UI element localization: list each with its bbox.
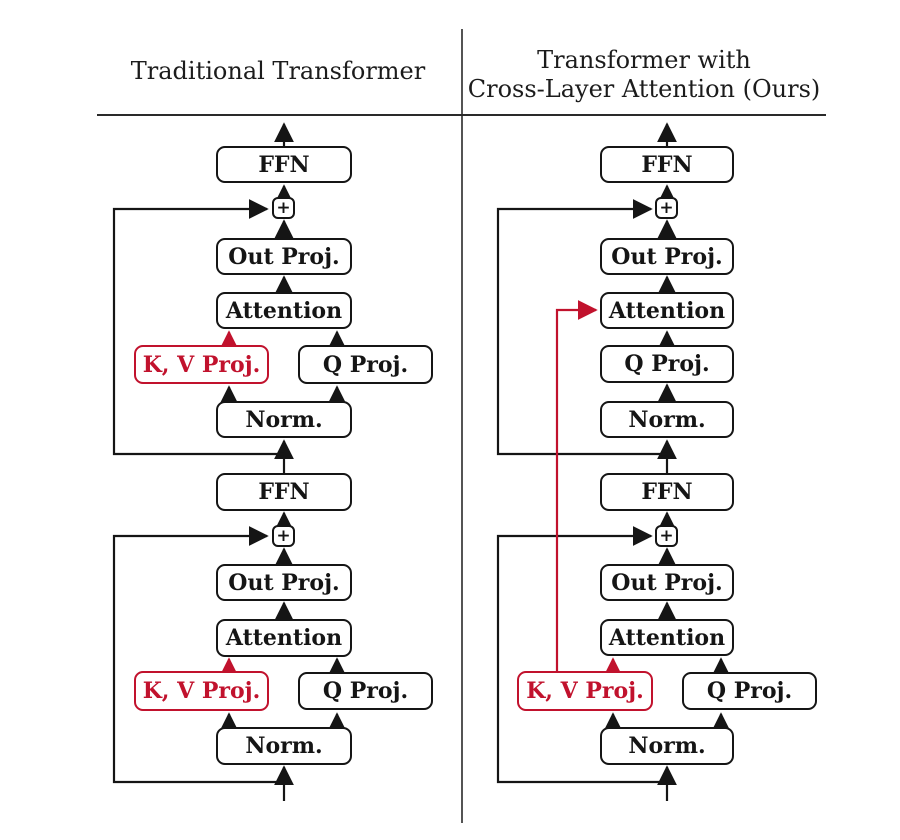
right-attention-top-box: Attention	[600, 292, 734, 329]
right-panel-title-line1: Transformer with	[537, 46, 751, 74]
right-diagram-lines	[496, 122, 731, 801]
left-attention-bottom-box: Attention	[216, 619, 352, 657]
residual-skip-lower	[112, 526, 284, 784]
left-panel-title: Traditional Transformer	[130, 57, 426, 85]
right-q-proj-bottom-box: Q Proj.	[682, 672, 817, 710]
right-out-proj-bottom-box: Out Proj.	[600, 564, 734, 601]
right-q-proj-top-box: Q Proj.	[600, 345, 734, 383]
right-ffn-top-box: FFN	[600, 146, 734, 183]
right-attention-bottom-box: Attention	[600, 619, 734, 656]
right-ffn-bottom-box: FFN	[600, 473, 734, 511]
left-kv-proj-bottom-box: K, V Proj.	[134, 671, 269, 711]
right-add-bottom-node: +	[655, 525, 678, 547]
left-diagram-lines	[112, 122, 347, 801]
right-add-top-node: +	[655, 197, 678, 219]
right-out-proj-top-box: Out Proj.	[600, 238, 734, 275]
right-panel-title-line2: Cross-Layer Attention (Ours)	[467, 75, 821, 103]
right-panel-title: Transformer with Cross-Layer Attention (…	[466, 46, 822, 104]
left-kv-proj-top-box: K, V Proj.	[134, 345, 269, 384]
left-attention-top-box: Attention	[216, 292, 352, 329]
right-norm-top-box: Norm.	[600, 401, 734, 438]
left-ffn-top-box: FFN	[216, 146, 352, 183]
left-norm-bottom-box: Norm.	[216, 727, 352, 765]
left-out-proj-bottom-box: Out Proj.	[216, 564, 352, 601]
cross-layer-kv-path	[555, 300, 598, 671]
residual-skip-upper	[112, 199, 284, 456]
residual-skip-upper	[496, 199, 667, 456]
left-ffn-bottom-box: FFN	[216, 473, 352, 511]
left-add-bottom-node: +	[272, 525, 295, 547]
left-q-proj-bottom-box: Q Proj.	[298, 672, 433, 710]
left-add-top-node: +	[272, 197, 295, 219]
right-kv-proj-bottom-box: K, V Proj.	[517, 671, 653, 711]
residual-skip-lower	[496, 526, 667, 784]
left-norm-top-box: Norm.	[216, 401, 352, 438]
right-norm-bottom-box: Norm.	[600, 727, 734, 765]
left-out-proj-top-box: Out Proj.	[216, 238, 352, 275]
left-q-proj-top-box: Q Proj.	[298, 345, 433, 384]
